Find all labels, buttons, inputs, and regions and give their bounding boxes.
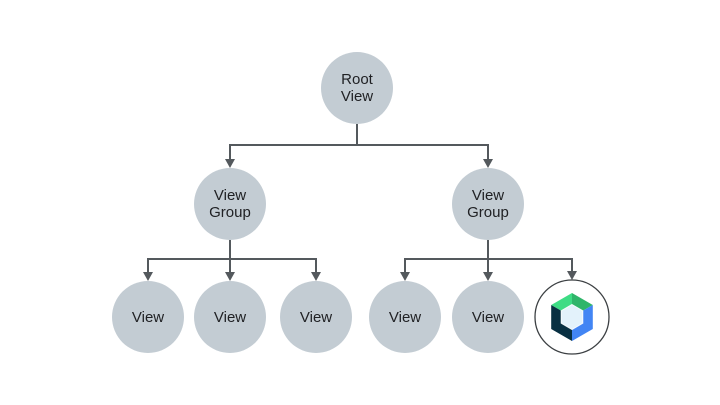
node-view-left-3: View	[280, 281, 352, 353]
view-group-right-label-line1: View	[472, 187, 504, 204]
node-compose	[534, 279, 610, 355]
logo-face-top-right	[572, 293, 593, 311]
view-right-2-circle	[452, 281, 524, 353]
view-right-2-label: View	[472, 309, 504, 326]
arrowhead-compose-node	[567, 271, 577, 280]
view-right-1-label: View	[389, 309, 421, 326]
view-group-left-label-line2: Group	[209, 204, 251, 221]
view-left-1-circle	[112, 281, 184, 353]
arrowhead-left-view-1	[143, 272, 153, 281]
connectors	[143, 124, 577, 281]
logo-face-right	[572, 305, 593, 341]
arrowhead-right-group	[483, 159, 493, 168]
root-view-circle	[321, 52, 393, 124]
jetpack-compose-logo-icon	[551, 293, 593, 341]
node-view-group-right: View Group	[452, 168, 524, 240]
logo-face-left	[551, 305, 572, 341]
arrowhead-left-view-3	[311, 272, 321, 281]
view-left-3-circle	[280, 281, 352, 353]
node-view-left-2: View	[194, 281, 266, 353]
node-view-group-left: View Group	[194, 168, 266, 240]
view-group-right-label-line2: Group	[467, 204, 509, 221]
arrowhead-right-view-2	[483, 272, 493, 281]
logo-face-top-left	[551, 293, 572, 311]
view-left-3-label: View	[300, 309, 332, 326]
node-root-view: Root View	[321, 52, 393, 124]
arrowhead-left-group	[225, 159, 235, 168]
view-left-1-label: View	[132, 309, 164, 326]
view-group-right-circle	[452, 168, 524, 240]
view-left-2-label: View	[214, 309, 246, 326]
node-view-left-1: View	[112, 281, 184, 353]
arrowhead-left-view-2	[225, 272, 235, 281]
arrowhead-right-view-1	[400, 272, 410, 281]
view-left-2-circle	[194, 281, 266, 353]
node-view-right-1: View	[369, 281, 441, 353]
logo-center-hexagon	[560, 303, 584, 331]
view-group-left-label-line1: View	[214, 187, 246, 204]
view-group-left-circle	[194, 168, 266, 240]
root-view-label-line1: Root	[341, 71, 374, 88]
node-view-right-2: View	[452, 281, 524, 353]
root-view-label-line2: View	[341, 88, 373, 105]
view-right-1-circle	[369, 281, 441, 353]
